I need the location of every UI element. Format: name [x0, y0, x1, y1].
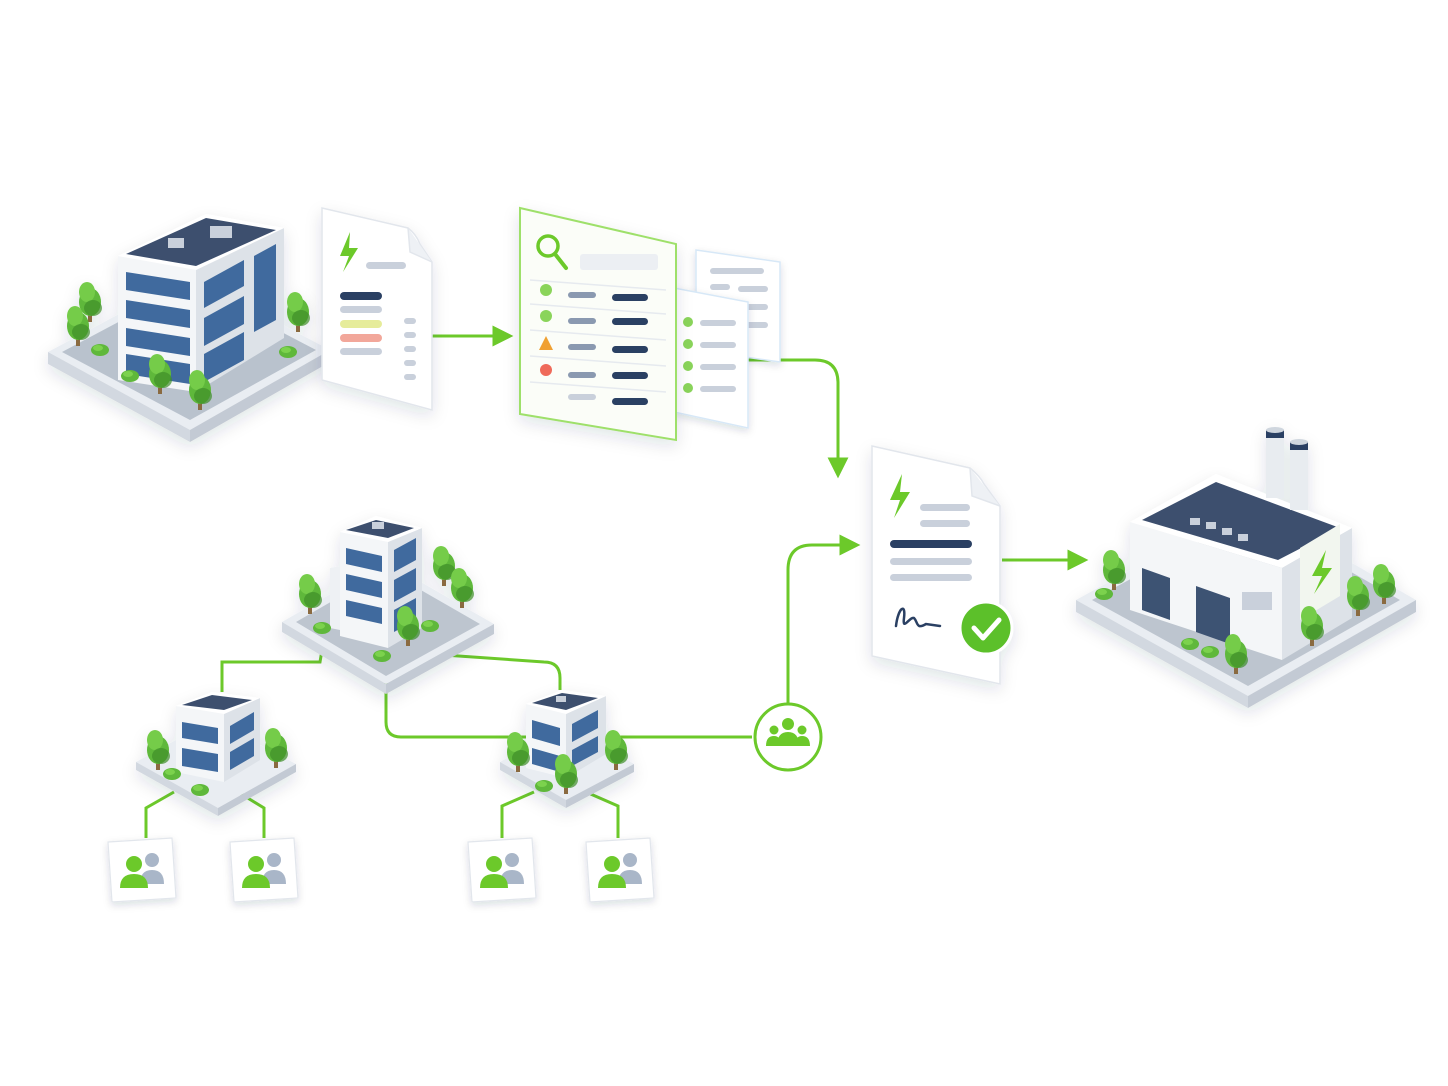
- user-card[interactable]: [229, 837, 299, 903]
- users-icon: [598, 853, 642, 888]
- lightning-bolt-icon: [340, 232, 358, 272]
- user-card[interactable]: [107, 837, 177, 903]
- users-icon: [242, 853, 286, 888]
- users-icon: [480, 853, 524, 888]
- group-badge[interactable]: [753, 702, 823, 772]
- connector-comparison-to-contract: [748, 358, 849, 479]
- headquarters-building-icon: [282, 516, 494, 694]
- connector-hq-to-branch-left: [220, 649, 324, 692]
- warning-triangle-icon: [539, 336, 553, 350]
- user-card[interactable]: [467, 837, 537, 903]
- offer-panel-front: [519, 206, 677, 442]
- users-icon: [766, 718, 810, 746]
- branch-building-right-icon: [500, 690, 634, 808]
- signed-contract-document: [871, 445, 1014, 685]
- user-card[interactable]: [585, 837, 655, 903]
- offer-comparison-panels: [519, 206, 781, 442]
- connector-hq-to-group: [384, 682, 752, 739]
- offer-panel-middle: [673, 287, 749, 429]
- connector-hq-to-branch-right: [443, 653, 562, 690]
- connector-branch-right-users-a: [500, 790, 535, 838]
- office-building-icon: [48, 214, 330, 442]
- energy-bill-document: [321, 207, 433, 411]
- magnifier-icon: [536, 234, 568, 270]
- lightning-bolt-icon: [1312, 550, 1332, 594]
- users-icon: [120, 853, 164, 888]
- connector-branch-right-users-b: [585, 790, 620, 838]
- lightning-bolt-icon: [890, 474, 910, 518]
- signature-icon: [894, 607, 942, 628]
- connector-group-to-contract: [786, 534, 861, 712]
- checkmark-icon: [958, 600, 1014, 656]
- branch-building-left-icon: [136, 692, 296, 816]
- connector-branch-left-users-a: [144, 790, 175, 838]
- factory-building-icon: [1076, 427, 1416, 708]
- connectors: [144, 325, 1089, 838]
